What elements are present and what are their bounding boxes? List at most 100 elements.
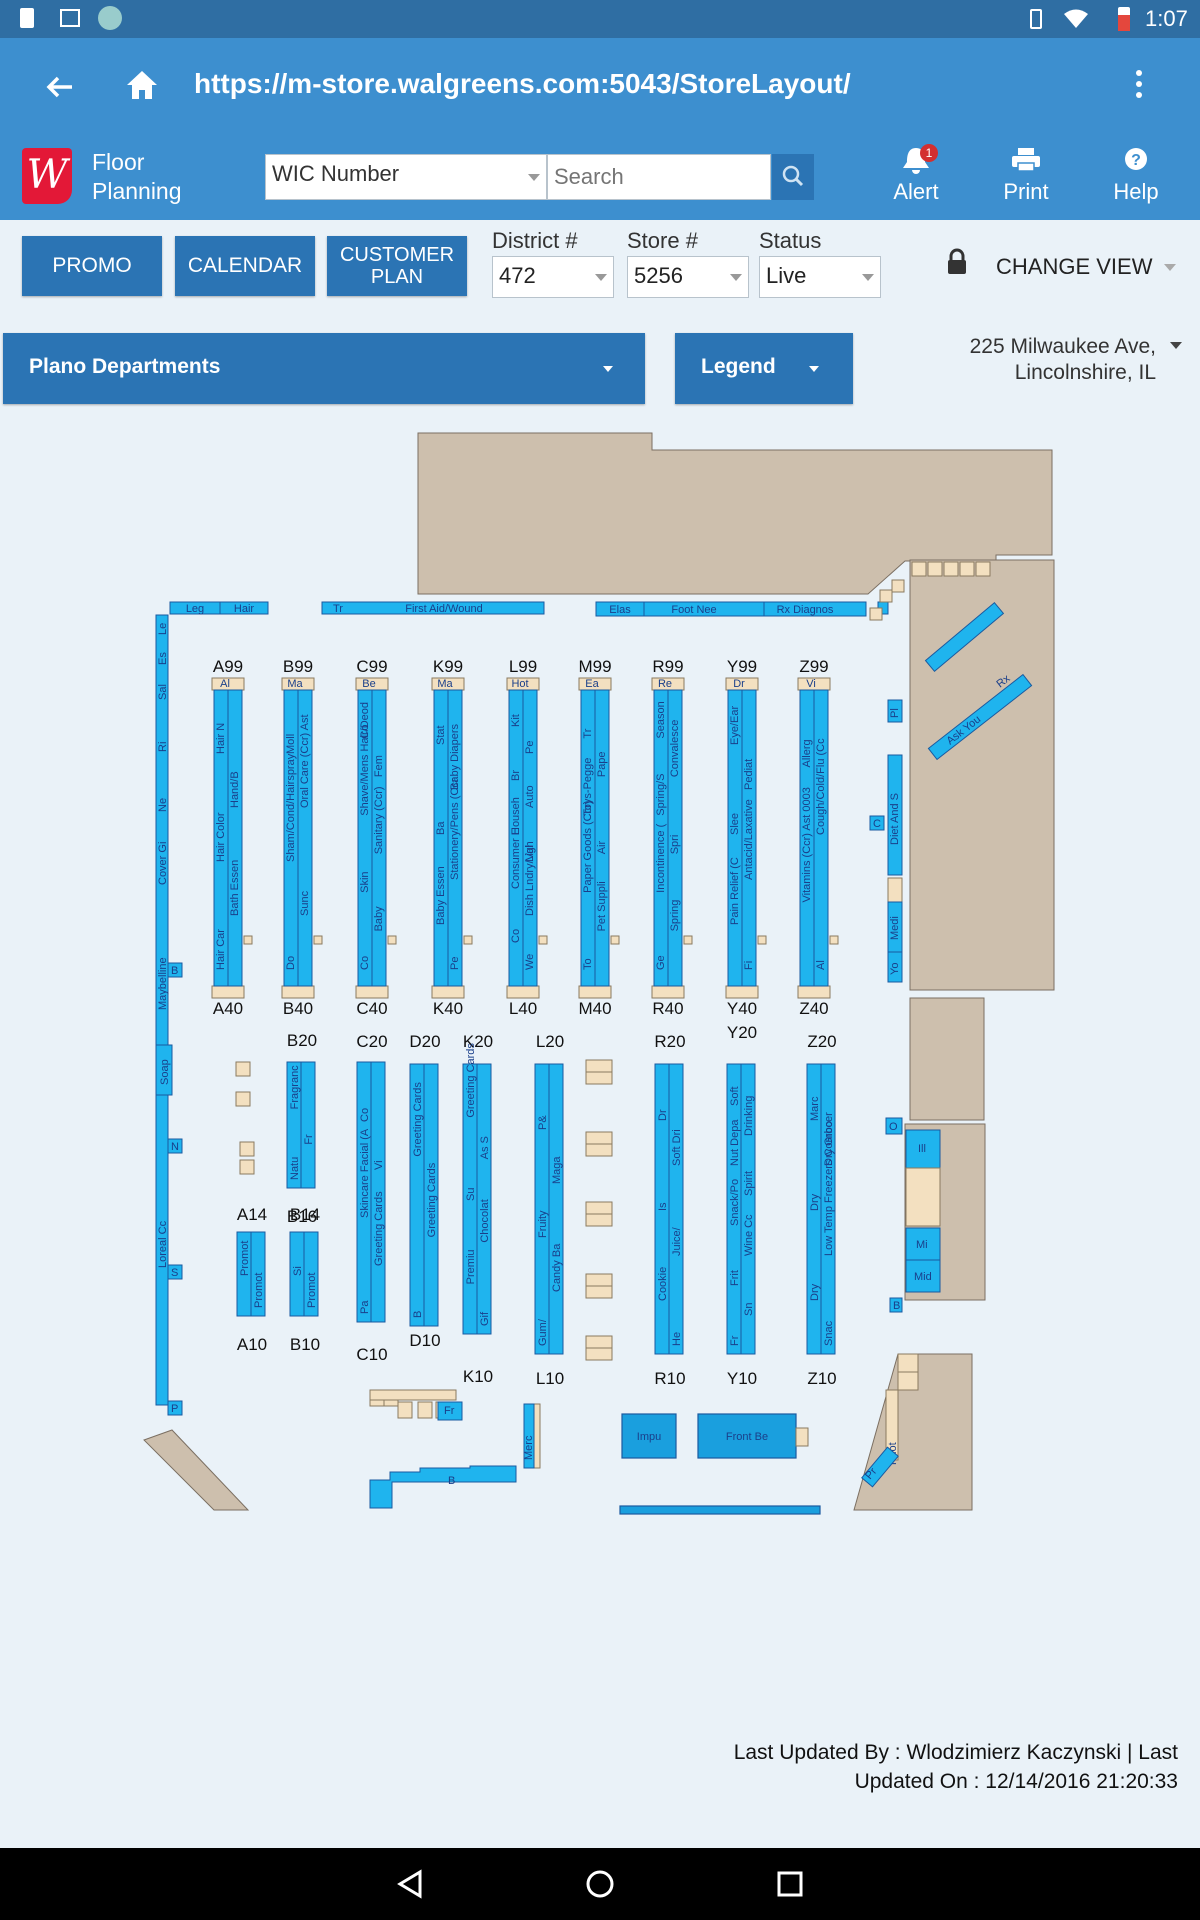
cooler-door[interactable] (905, 1227, 941, 1261)
aisle-shelf[interactable] (370, 1061, 386, 1323)
aisle-shelf[interactable] (522, 689, 538, 987)
left-wall-shelf[interactable] (155, 1044, 173, 1096)
help-button[interactable]: ? Help (1100, 144, 1172, 214)
alert-button[interactable]: 1 Alert (880, 144, 952, 214)
pharmacy-light (959, 561, 975, 577)
top-wall-shelf[interactable] (321, 601, 545, 615)
aisle-label: Wine Cc (743, 1214, 755, 1256)
aisle-label: Bath Essen (229, 860, 241, 916)
right-wall-endcap[interactable] (869, 815, 885, 831)
cooler-door[interactable] (905, 1129, 941, 1169)
alert-label: Alert (893, 179, 939, 204)
search-input[interactable] (547, 154, 771, 200)
store-select[interactable]: 5256 (627, 256, 749, 298)
ask-pharmacist-counter[interactable] (927, 673, 1033, 761)
vibrate-icon (1030, 9, 1042, 29)
aisle-shelf[interactable] (297, 689, 313, 987)
aisle-label: To (582, 958, 594, 970)
aisle-shelf[interactable] (250, 1231, 266, 1317)
right-wall-shelf[interactable] (887, 699, 903, 723)
aisle-shelf[interactable] (300, 1061, 316, 1189)
checkout-shelf[interactable] (437, 1401, 463, 1421)
photo-counter[interactable] (861, 1446, 899, 1488)
print-button[interactable]: Print (990, 144, 1062, 214)
left-wall-endcap[interactable] (167, 1264, 183, 1280)
android-nav-bar (0, 1848, 1200, 1920)
right-wall-endcap[interactable] (885, 1117, 903, 1135)
aisle-shelf[interactable] (534, 1063, 550, 1355)
status-label: Status (759, 228, 822, 253)
aisle-label: Moll (285, 734, 297, 754)
aisle-label: Greeting Cards (412, 1082, 424, 1157)
search-type-select[interactable]: WIC Number (265, 154, 547, 200)
entrance-wall-left (143, 1429, 250, 1511)
aisle-label: Frit (729, 1270, 741, 1286)
checkout-counter[interactable] (369, 1465, 517, 1509)
top-wall-shelf[interactable] (219, 601, 269, 615)
home-icon[interactable] (124, 68, 160, 102)
pharmacy-light (943, 561, 959, 577)
aisle-shelf[interactable] (741, 689, 757, 987)
promo-button[interactable]: PROMO (22, 236, 162, 296)
walgreens-logo[interactable]: W (22, 148, 72, 204)
aisle-label: Pediat (743, 759, 755, 790)
aisle-label: Co (510, 929, 522, 943)
left-wall-endcap[interactable] (167, 1138, 183, 1154)
recents-nav-icon[interactable] (774, 1868, 806, 1900)
right-wall-shelf[interactable] (887, 951, 903, 983)
aisle-shelf[interactable] (476, 1063, 492, 1335)
right-wall-label: O (889, 1121, 898, 1133)
checkout-counter[interactable] (619, 1505, 821, 1515)
aisle-shelf[interactable] (740, 1063, 756, 1355)
overflow-menu-icon[interactable] (1136, 70, 1144, 102)
aisle-code: C20 (356, 1032, 387, 1051)
aisle-shelf[interactable] (303, 1231, 319, 1317)
change-view-dropdown[interactable]: CHANGE VIEW (996, 254, 1176, 284)
right-wall-shelf[interactable] (887, 754, 903, 876)
legend-dropdown[interactable]: Legend (675, 333, 853, 404)
aisle-shelf[interactable] (594, 689, 610, 987)
aisle-shelf[interactable] (371, 689, 387, 987)
aisle-label: Ma (287, 678, 303, 690)
search-button[interactable] (772, 154, 814, 200)
impulse-display[interactable] (621, 1413, 677, 1459)
aisle-label: B (412, 1311, 424, 1318)
district-select[interactable]: 472 (492, 256, 614, 298)
customer-plan-button[interactable]: CUSTOMER PLAN (327, 236, 467, 296)
cooler-door[interactable] (905, 1259, 941, 1293)
left-wall-shelf[interactable] (155, 614, 169, 1406)
district-value: 472 (499, 263, 536, 288)
back-nav-icon[interactable] (394, 1868, 426, 1900)
aisle-tag (387, 935, 397, 945)
left-wall-endcap[interactable] (167, 1400, 183, 1416)
aisle-label: Sunc (299, 890, 311, 916)
aisle-label: Paper Goods (Ccr) (582, 801, 594, 893)
aisle-shelf[interactable] (447, 689, 463, 987)
left-wall-endcap[interactable] (167, 962, 183, 978)
status-select[interactable]: Live (759, 256, 881, 298)
aisle-shelf[interactable] (668, 1063, 684, 1355)
aisle-shelf[interactable] (548, 1063, 564, 1355)
merchandise-shelf[interactable] (523, 1403, 535, 1469)
home-nav-icon[interactable] (584, 1868, 616, 1900)
aisle-shelf[interactable] (227, 689, 243, 987)
plano-departments-dropdown[interactable]: Plano Departments (3, 333, 645, 404)
pharmacy-light (975, 561, 991, 577)
chevron-down-icon[interactable] (1170, 342, 1182, 349)
front-display[interactable] (697, 1413, 797, 1459)
aisle-shelf[interactable] (820, 1063, 836, 1355)
aisle-label: Hair N (215, 723, 227, 754)
url-text[interactable]: https://m-store.walgreens.com:5043/Store… (194, 68, 851, 99)
aisle-shelf[interactable] (813, 689, 829, 987)
aisle-shelf[interactable] (667, 689, 683, 987)
aisle-shelf[interactable] (423, 1063, 439, 1327)
pharmacy-counter[interactable] (924, 602, 1005, 672)
aisle-code: L10 (536, 1369, 564, 1388)
top-wall-shelf[interactable] (763, 601, 867, 617)
store-address[interactable]: 225 Milwaukee Ave, Lincolnshire, IL (900, 334, 1156, 386)
calendar-button[interactable]: CALENDAR (175, 236, 315, 296)
back-arrow-icon[interactable] (44, 74, 74, 100)
right-wall-endcap[interactable] (889, 1297, 903, 1313)
customer-plan-line2: PLAN (370, 266, 424, 288)
